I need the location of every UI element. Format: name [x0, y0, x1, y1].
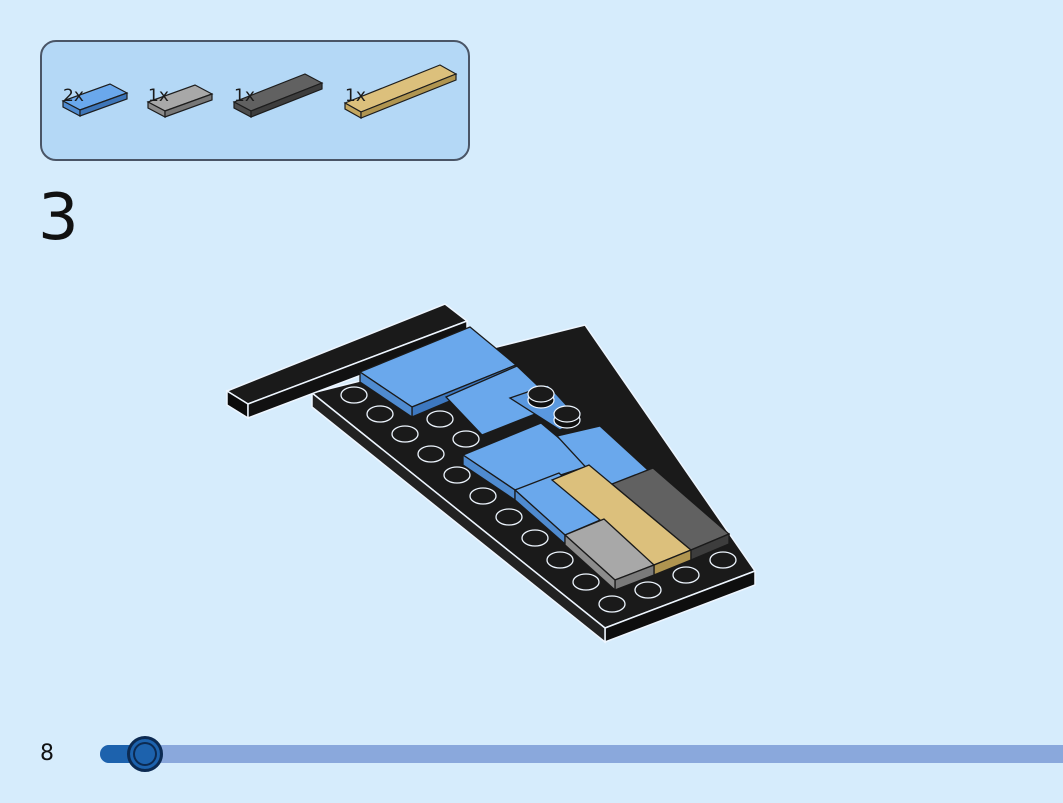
blue-tile-part-icon	[61, 83, 129, 117]
tan-tile-part-icon	[343, 64, 458, 120]
tan-tile-quantity: 1x	[345, 86, 366, 106]
dark-gray-tile-quantity: 1x	[234, 86, 255, 106]
blue-tile-quantity: 2x	[63, 86, 84, 106]
blue-tiles	[358, 326, 650, 546]
dark-gray-tile	[610, 467, 731, 561]
step-number: 3	[38, 181, 79, 255]
progress-knob	[127, 736, 163, 772]
light-gray-tile-quantity: 1x	[148, 86, 169, 106]
light-gray-tile-part-icon	[146, 84, 214, 118]
blue-tile-side	[79, 92, 128, 117]
light-gray-tile	[563, 518, 656, 592]
progress-track	[100, 745, 1063, 763]
plate-studs	[340, 386, 737, 613]
page-number: 8	[40, 741, 54, 766]
blue-top-studs	[527, 385, 581, 429]
dark-gray-tile-part-icon	[232, 73, 324, 118]
